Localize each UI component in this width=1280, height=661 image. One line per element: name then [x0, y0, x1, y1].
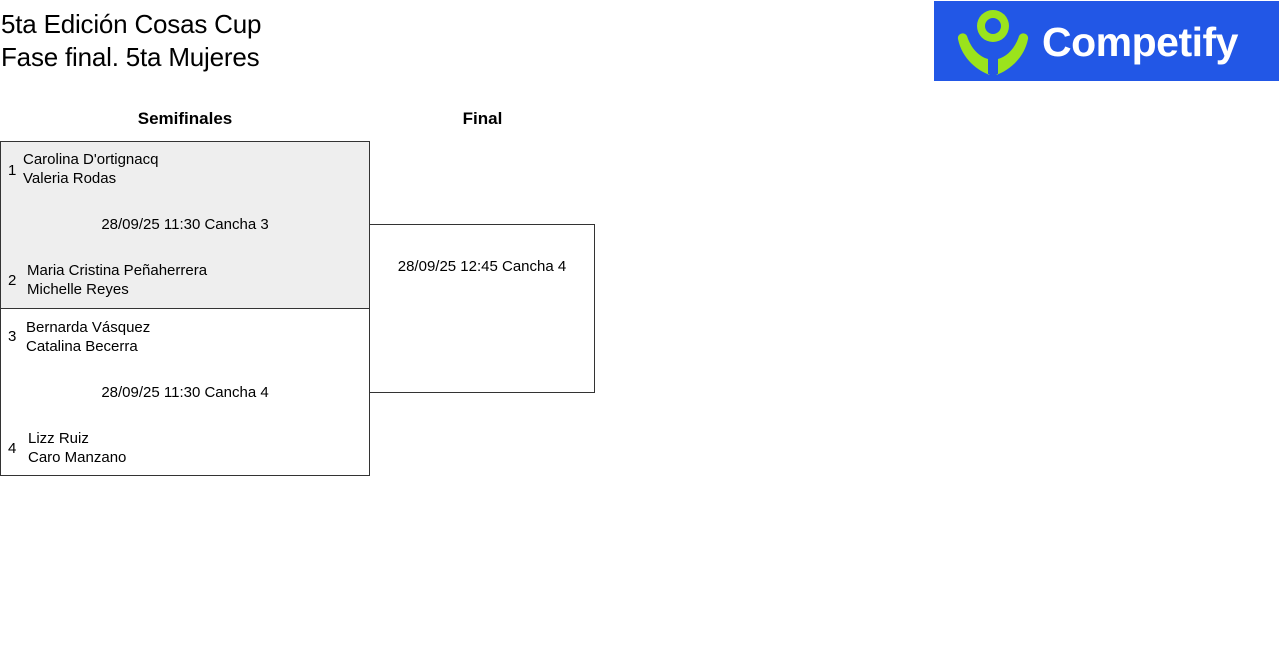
player-name: Maria Cristina Peñaherrera: [27, 262, 208, 279]
team-players: Bernarda Vásquez Catalina Becerra: [26, 318, 150, 356]
semifinal-match-2[interactable]: 3 Bernarda Vásquez Catalina Becerra 28/0…: [0, 308, 370, 476]
semifinal-match-1[interactable]: 1 Carolina D'ortignacq Valeria Rodas 28/…: [0, 141, 370, 309]
player-name: Carolina D'ortignacq: [23, 151, 159, 168]
page-subtitle: Fase final. 5ta Mujeres: [1, 42, 260, 72]
player-name: Michelle Reyes: [27, 281, 129, 298]
page-title: 5ta Edición Cosas Cup: [1, 9, 262, 39]
team-seed: 4: [8, 440, 17, 457]
player-name: Caro Manzano: [28, 449, 127, 466]
player-name: Catalina Becerra: [26, 338, 138, 355]
match-schedule: 28/09/25 11:30 Cancha 3: [101, 216, 269, 233]
person-arms-up-icon: [957, 10, 1029, 75]
competify-logo: Competify: [934, 1, 1279, 81]
round-title-semifinals: Semifinales: [137, 109, 233, 128]
match-schedule: 28/09/25 11:30 Cancha 4: [101, 384, 269, 401]
logo-text: Competify: [1042, 19, 1238, 65]
team-seed: 2: [8, 272, 17, 289]
team-players: Maria Cristina Peñaherrera Michelle Reye…: [27, 261, 207, 299]
match-schedule: 28/09/25 12:45 Cancha 4: [397, 258, 567, 275]
team-seed: 1: [8, 162, 17, 179]
team-players: Carolina D'ortignacq Valeria Rodas: [23, 150, 158, 188]
team-players: Lizz Ruiz Caro Manzano: [28, 429, 126, 467]
player-name: Bernarda Vásquez: [26, 319, 151, 336]
player-name: Lizz Ruiz: [28, 430, 89, 447]
final-match[interactable]: 28/09/25 12:45 Cancha 4: [369, 224, 595, 393]
round-title-final: Final: [462, 109, 503, 128]
team-seed: 3: [8, 328, 17, 345]
player-name: Valeria Rodas: [23, 170, 117, 187]
